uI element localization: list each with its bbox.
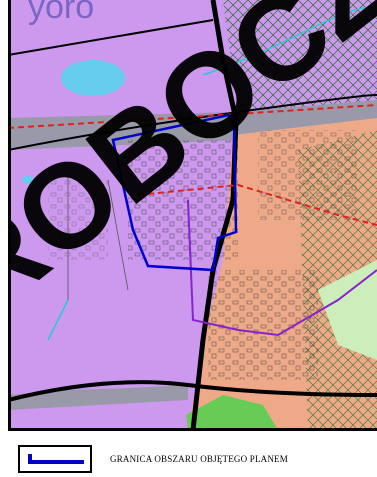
legend: GRANICA OBSZARU OBJĘTEGO PLANEM — [8, 440, 377, 477]
railway-zone — [8, 100, 377, 150]
map-border-left — [8, 0, 11, 430]
map-top-label: yoro — [28, 0, 94, 26]
purple-boundary — [187, 199, 377, 337]
pale-green-area — [318, 260, 377, 360]
plan-boundary-icon — [28, 453, 84, 464]
plan-boundary[interactable] — [111, 113, 238, 272]
planning-map[interactable]: ROBOCZ yoro — [8, 0, 377, 430]
green-hatched-area — [223, 0, 377, 112]
main-road — [190, 0, 239, 430]
legend-label: GRANICA OBSZARU OBJĘTEGO PLANEM — [110, 453, 288, 464]
legend-swatch — [18, 444, 92, 473]
lower-road — [8, 380, 377, 402]
red-boundary-line — [8, 104, 377, 129]
pond — [61, 60, 125, 96]
park-area — [186, 395, 278, 430]
map-border-bottom — [8, 428, 377, 431]
